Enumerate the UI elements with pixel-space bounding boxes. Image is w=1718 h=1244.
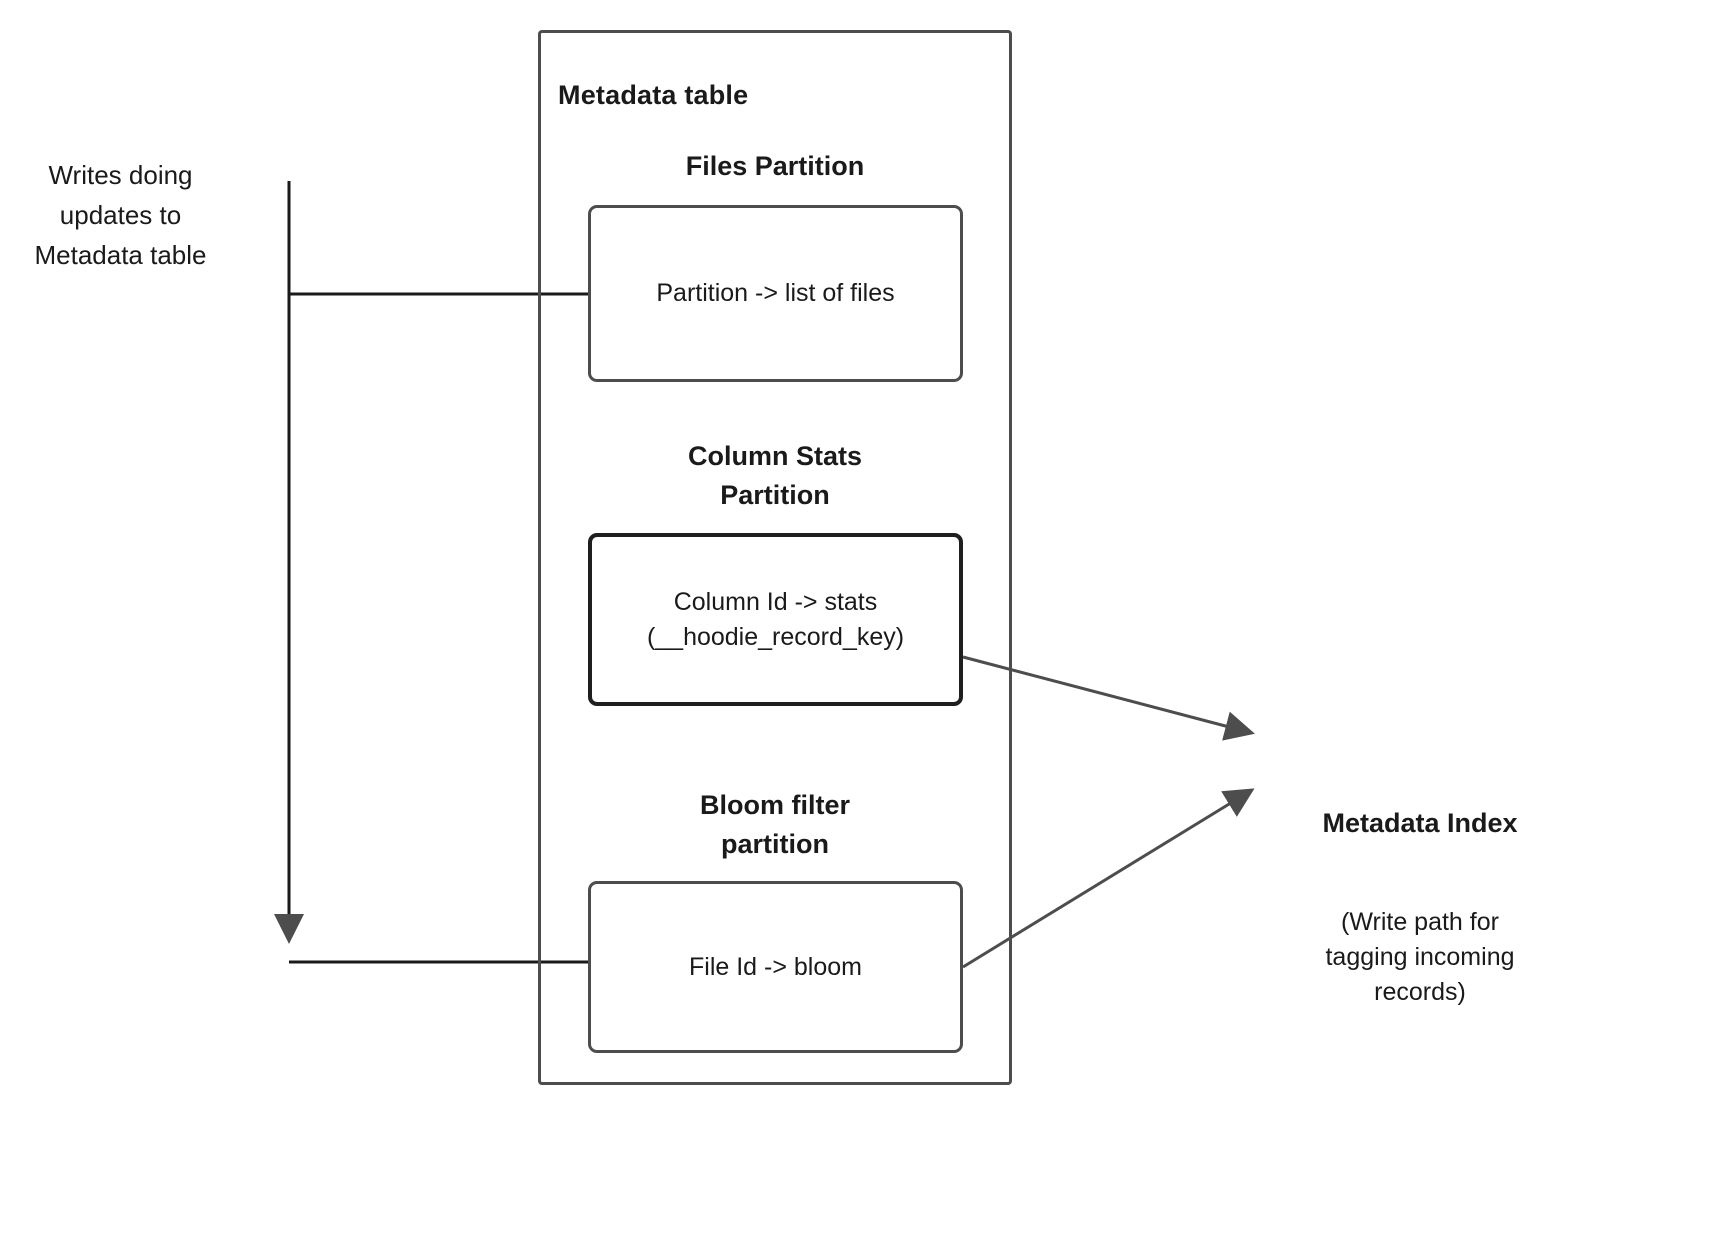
- bloom-filter-partition-box-text: File Id -> bloom: [689, 952, 862, 981]
- files-partition-box: Partition -> list of files: [588, 205, 963, 382]
- column-stats-partition-box-text: Column Id -> stats (__hoodie_record_key): [646, 587, 905, 651]
- files-partition-box-text: Partition -> list of files: [656, 279, 895, 307]
- writes-updates-caption: Writes doing updates to Metadata table: [34, 160, 207, 270]
- files-partition-heading: Files Partition: [685, 151, 865, 181]
- metadata-table-container: [538, 30, 1012, 1085]
- metadata-index-label: Metadata Index: [1322, 808, 1518, 838]
- column-stats-partition-heading: Column Stats Partition: [687, 441, 862, 510]
- metadata-table-label: Metadata table: [558, 80, 749, 110]
- metadata-index-note: (Write path for tagging incoming records…: [1325, 908, 1515, 1006]
- bloom-filter-partition-heading: Bloom filter partition: [699, 790, 850, 859]
- column-stats-partition-box: Column Id -> stats (__hoodie_record_key): [588, 533, 963, 706]
- bloom-filter-partition-box: File Id -> bloom: [588, 881, 963, 1053]
